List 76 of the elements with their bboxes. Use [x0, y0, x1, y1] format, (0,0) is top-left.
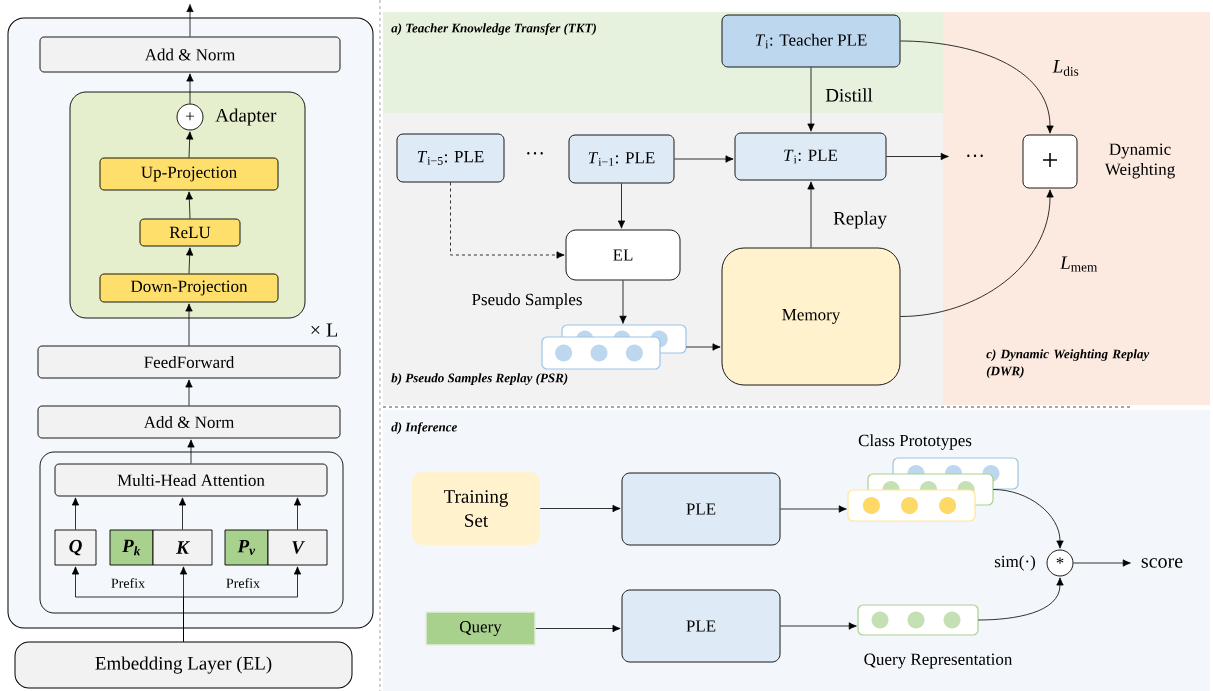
section-heading: a) Teacher Knowledge Transfer (TKT) — [391, 23, 596, 36]
section-heading: c) Dynamic Weighting Replay (DWR) — [986, 349, 1150, 378]
arrow — [617, 183, 626, 229]
layer-box: EL — [565, 229, 681, 281]
input-box: Query — [425, 611, 536, 646]
projection-box: Up-Projection — [99, 157, 279, 191]
prototype-stack-drawing — [847, 457, 1019, 522]
arrow — [186, 131, 194, 158]
arrow — [807, 67, 815, 132]
arrow — [535, 624, 621, 633]
arrow — [186, 4, 194, 37]
arrow — [186, 247, 194, 274]
arrow — [900, 189, 1054, 317]
arrow — [992, 489, 1064, 549]
ellipsis: ··· — [967, 154, 983, 157]
output-text: score — [1141, 558, 1183, 568]
model-box: T$_{i−1}$: PLE — [568, 134, 675, 184]
prefix-cell: P$_{k}$ — [109, 529, 154, 566]
repeat-label: × L — [311, 323, 338, 337]
edge-label: L$_{dis}$ — [1051, 59, 1081, 77]
node-caption: Class Prototypes — [858, 434, 972, 450]
arrow — [977, 577, 1064, 621]
model-box: PLE — [621, 472, 781, 546]
representation-drawing — [857, 604, 979, 636]
input-box: Training Set — [412, 472, 540, 545]
arrow — [619, 280, 627, 324]
edge-label: L$_{mem}$ — [1059, 255, 1099, 273]
ellipsis: ··· — [527, 152, 543, 155]
section-heading: b) Pseudo Samples Replay (PSR) — [391, 373, 568, 386]
arrow — [187, 439, 195, 464]
arrow — [186, 73, 194, 104]
model-box: T$_{i}$: PLE — [734, 132, 887, 181]
sum-box: + — [1022, 134, 1078, 189]
model-box: PLE — [621, 589, 781, 663]
arrow — [293, 497, 302, 530]
vector-cell: K — [152, 529, 213, 566]
vector-cell: Q — [54, 529, 97, 566]
arrow — [183, 566, 302, 642]
prefix-label: Prefix — [111, 578, 145, 588]
arrow — [674, 155, 734, 163]
arrow — [780, 622, 857, 630]
arrow — [900, 40, 1054, 134]
memory-box: Memory — [721, 247, 901, 386]
prefix-label: Prefix — [226, 578, 260, 588]
arrow — [450, 182, 565, 259]
layer-box: Embedding Layer (EL) — [14, 641, 353, 689]
arrow — [185, 191, 193, 219]
arrow — [807, 181, 815, 248]
arrow — [71, 497, 80, 530]
arrow — [178, 497, 187, 530]
node-caption: Dynamic Weighting — [1104, 143, 1175, 179]
edge-label: Distill — [824, 87, 874, 103]
sample-stack-drawing — [541, 324, 687, 370]
arrow — [886, 152, 949, 161]
layer-box: FeedForward — [37, 345, 341, 379]
model-box: T$_{i}$: Teacher PLE — [721, 14, 901, 68]
arrow — [185, 303, 193, 346]
model-box: T$_{i−5}$: PLE — [396, 133, 505, 183]
section-heading: d) Inference — [391, 422, 457, 435]
layer-box: Add & Norm — [37, 405, 341, 439]
projection-box: Down-Projection — [99, 273, 279, 303]
layer-box: Add & Norm — [39, 36, 341, 73]
layer-box: Multi-Head Attention — [54, 463, 328, 497]
node-caption: Pseudo Samples — [472, 293, 582, 309]
section-heading: Adapter — [215, 108, 277, 126]
vector-cell: V — [267, 529, 328, 566]
node-caption: sim(·) — [994, 555, 1036, 571]
arrow — [685, 343, 721, 351]
edge-label: Replay — [832, 210, 888, 230]
arrow — [1073, 559, 1131, 567]
arrow — [185, 379, 193, 406]
arrow — [780, 505, 847, 513]
node-caption: Query Representation — [864, 653, 1013, 669]
prefix-cell: P$_{v}$ — [224, 529, 269, 566]
activation-box: ReLU — [139, 218, 241, 247]
arrow — [539, 504, 621, 513]
